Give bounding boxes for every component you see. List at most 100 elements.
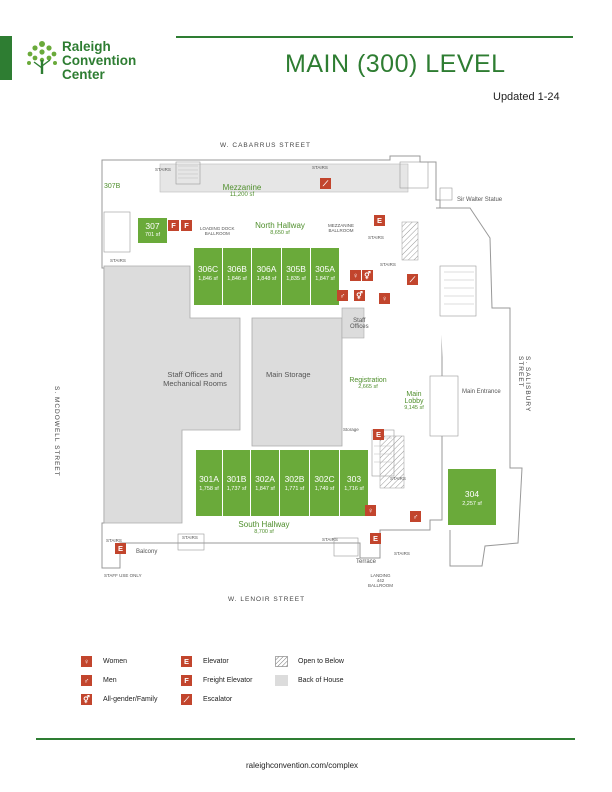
room-302b[interactable]: 302B 1,771 sf [279, 449, 310, 517]
storage-label: Storage [343, 427, 359, 432]
street-north: W. CABARRUS STREET [220, 142, 311, 149]
main-lobby-size: 9,145 sf [404, 405, 424, 411]
room-302c[interactable]: 302C 1,749 sf [309, 449, 340, 517]
footer-url[interactable]: raleighconvention.com/complex [246, 761, 359, 770]
main-lobby-line-2: Lobby [404, 398, 424, 405]
legend-back-of-house-label: Back of House [298, 677, 344, 684]
logo-line-1: Raleigh [62, 39, 111, 54]
women-icon: ♀ [379, 293, 390, 304]
page-title: MAIN (300) LEVEL [285, 50, 506, 78]
room-size: 1,758 sf [199, 486, 219, 492]
room-id: 306A [256, 264, 277, 274]
header-left-bar [0, 36, 12, 80]
stairs-label: STAIRS [322, 537, 338, 542]
room-id: 301B [226, 474, 247, 484]
logo-text: Raleigh Convention Center [62, 40, 136, 82]
elevator-icon: E [181, 656, 192, 667]
header-top-rule [176, 36, 573, 38]
room-size: 1,846 sf [227, 276, 247, 282]
staff-offices-line-2: Mechanical Rooms [163, 379, 227, 388]
staff-offices-small-label: Staff Offices [350, 318, 369, 330]
room-306c[interactable]: 306C 1,846 sf [193, 247, 223, 306]
stairs-label: STAIRS [106, 538, 122, 543]
legend-elevator-label: Elevator [203, 658, 229, 665]
back-of-house-icon [275, 675, 288, 686]
room-304[interactable]: 304 2,257 sf [447, 468, 497, 526]
room-size: 1,847 sf [255, 486, 275, 492]
escalator-icon: ⟋ [181, 694, 192, 705]
room-id: 305B [286, 264, 306, 274]
room-size: 1,835 sf [286, 276, 306, 282]
room-id: 302B [284, 474, 305, 484]
stairs-label: STAIRS [390, 476, 406, 481]
legend-open-to-below-label: Open to Below [298, 658, 344, 665]
room-id: 304 [464, 489, 480, 499]
room-id: 302C [314, 474, 335, 484]
women-icon: ♀ [350, 270, 361, 281]
footer-rule [36, 738, 575, 740]
main-lobby-label: Main Lobby 9,145 sf [396, 391, 432, 411]
room-size: 701 sf [145, 232, 160, 238]
room-305a[interactable]: 305A 1,847 sf [310, 247, 340, 306]
room-306b[interactable]: 306B 1,846 sf [222, 247, 252, 306]
south-hallway-label: South Hallway 8,700 sf [232, 520, 296, 535]
elevator-icon: E [115, 543, 126, 554]
room-size: 1,737 sf [226, 486, 247, 492]
registration-name: Registration [349, 377, 387, 384]
room-301a[interactable]: 301A 1,758 sf [195, 449, 223, 517]
room-306a[interactable]: 306A 1,848 sf [251, 247, 282, 306]
room-size: 1,846 sf [198, 276, 218, 282]
staff-offices-label: Staff Offices and Mechanical Rooms [158, 370, 232, 388]
street-south: W. LENOIR STREET [228, 596, 306, 603]
room-303[interactable]: 303 1,716 sf [339, 449, 369, 517]
landing-line-3: BALLROOM [368, 583, 394, 588]
all-gender-icon: ⚥ [354, 290, 365, 301]
women-icon: ♀ [81, 656, 92, 667]
mezzanine-ballroom-line-1: MEZZANINE [328, 223, 355, 228]
room-size: 2,257 sf [462, 501, 482, 507]
north-hallway-name: North Hallway [255, 221, 305, 230]
staff-offices-line-1: Staff Offices and [167, 370, 223, 379]
freight-elevator-icon: F [181, 220, 192, 231]
terrace-label: Terrace [356, 559, 377, 565]
loading-dock-line-1: LOADING DOCK [200, 226, 235, 231]
logo-line-3: Center [62, 67, 105, 82]
staff-use-only-label: STAFF USE ONLY [104, 573, 142, 578]
mezzanine-label: Mezzanine 11,200 sf [210, 183, 274, 198]
room-305b[interactable]: 305B 1,835 sf [281, 247, 311, 306]
stairs-label: STAIRS [394, 551, 410, 556]
legend-all-gender-label: All-gender/Family [103, 696, 158, 703]
room-301b[interactable]: 301B 1,737 sf [222, 449, 251, 517]
legend-women-label: Women [103, 658, 127, 665]
north-hallway-size: 8,650 sf [270, 230, 290, 236]
mezzanine-name: Mezzanine [222, 183, 262, 192]
room-307[interactable]: 307 701 sf [137, 217, 168, 244]
open-to-below-icon [275, 656, 288, 667]
south-hallway-size: 8,700 sf [254, 529, 274, 535]
men-icon: ♂ [410, 511, 421, 522]
room-size: 1,716 sf [344, 486, 364, 492]
freight-elevator-icon: F [168, 220, 179, 231]
elevator-icon: E [374, 215, 385, 226]
logo [24, 38, 60, 82]
room-size: 1,848 sf [256, 276, 277, 282]
women-icon: ♀ [365, 505, 376, 516]
legend-freight-elevator-label: Freight Elevator [203, 677, 253, 684]
landing-label: LANDING 442 BALLROOM [368, 573, 393, 588]
staff-offices-small-line-2: Offices [350, 324, 369, 330]
staff-offices-small-line-1: Staff [353, 318, 366, 324]
room-id: 301A [199, 474, 219, 484]
mezzanine-size: 11,200 sf [229, 192, 255, 198]
main-lobby-line-1: Main [406, 391, 422, 398]
stairs-label: STAIRS [110, 258, 126, 263]
legend-men-label: Men [103, 677, 117, 684]
room-302a[interactable]: 302A 1,847 sf [250, 449, 280, 517]
registration-label: Registration 2,665 sf [344, 377, 392, 390]
elevator-icon: E [370, 533, 381, 544]
logo-line-2: Convention [62, 53, 137, 68]
escalator-icon: ⟋ [320, 178, 331, 189]
registration-size: 2,665 sf [358, 384, 378, 390]
freight-elevator-icon: F [181, 675, 192, 686]
room-id: 306B [227, 264, 247, 274]
all-gender-icon: ⚥ [362, 270, 373, 281]
